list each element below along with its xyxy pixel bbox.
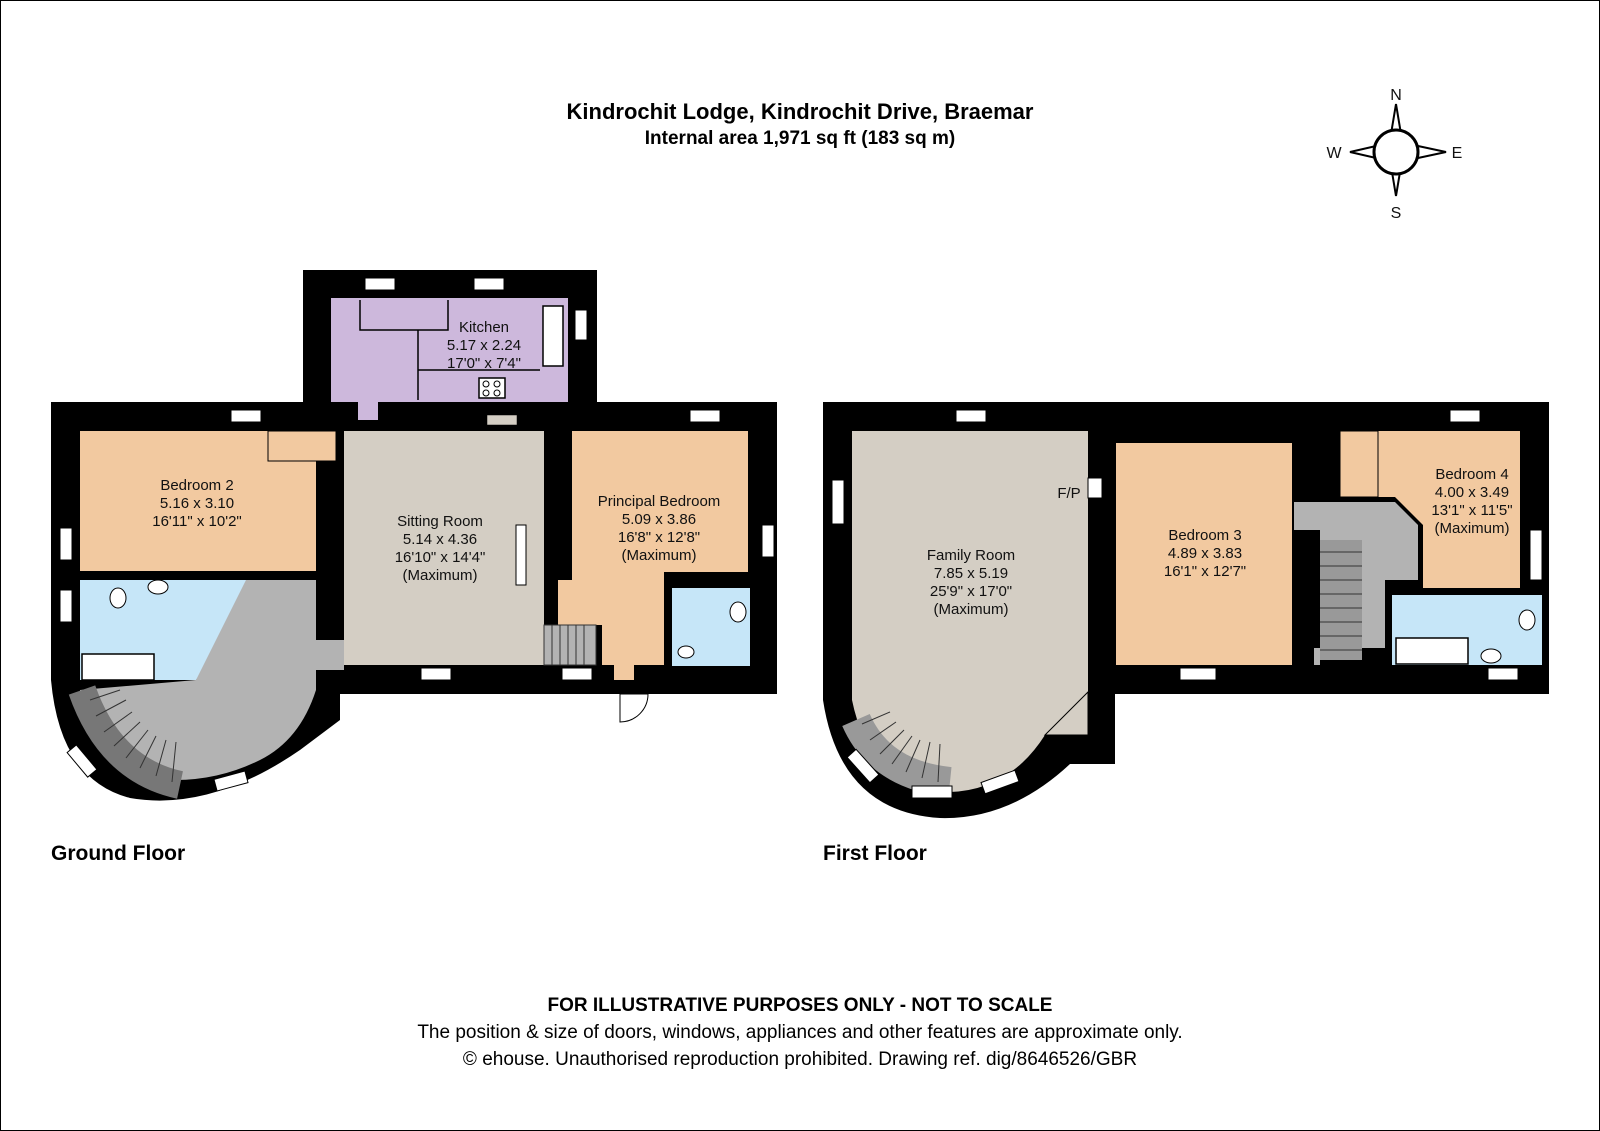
compass-east-label: E bbox=[1452, 145, 1463, 162]
bedroom-3-metric: 4.89 x 3.83 bbox=[1168, 545, 1242, 562]
compass-north-label: N bbox=[1390, 87, 1402, 104]
principal-bedroom-metric: 5.09 x 3.86 bbox=[622, 511, 696, 528]
bedroom-4-name: Bedroom 4 bbox=[1435, 466, 1508, 483]
ground-floor-label: Ground Floor bbox=[51, 842, 186, 865]
ground-floor-plan bbox=[51, 270, 777, 801]
property-title: Kindrochit Lodge, Kindrochit Drive, Brae… bbox=[566, 99, 1034, 124]
sitting-room-imperial: 16'10" x 14'4" bbox=[395, 549, 486, 566]
footer: FOR ILLUSTRATIVE PURPOSES ONLY - NOT TO … bbox=[0, 992, 1600, 1073]
compass-rose: N S E W bbox=[1326, 87, 1462, 222]
bedroom-2-metric: 5.16 x 3.10 bbox=[160, 495, 234, 512]
sitting-room-name: Sitting Room bbox=[397, 513, 483, 530]
ground-hallway-area bbox=[80, 580, 344, 780]
approximation-note: The position & size of doors, windows, a… bbox=[417, 1022, 1183, 1043]
hob-icon bbox=[478, 377, 506, 399]
bedroom-2-imperial: 16'11" x 10'2" bbox=[152, 513, 242, 530]
bedroom-4-metric: 4.00 x 3.49 bbox=[1435, 484, 1509, 501]
bedroom-2-name: Bedroom 2 bbox=[160, 477, 233, 494]
sitting-room-metric: 5.14 x 4.36 bbox=[403, 531, 477, 548]
bedroom-4-imperial: 13'1" x 11'5" bbox=[1431, 502, 1512, 519]
first-floor-label: First Floor bbox=[823, 842, 927, 865]
copyright-text: © ehouse. Unauthorised reproduction proh… bbox=[462, 1049, 1138, 1070]
fireplace-icon bbox=[1087, 477, 1103, 499]
principal-bedroom-note: (Maximum) bbox=[622, 547, 697, 564]
compass-west-label: W bbox=[1326, 145, 1342, 162]
family-room-area bbox=[852, 431, 1088, 792]
kitchen-name: Kitchen bbox=[459, 319, 509, 336]
bedroom-4-note: (Maximum) bbox=[1435, 520, 1510, 537]
compass-south-label: S bbox=[1391, 205, 1402, 222]
internal-area: Internal area 1,971 sq ft (183 sq m) bbox=[644, 128, 956, 149]
bedroom-4-area bbox=[1340, 431, 1520, 588]
kitchen-imperial: 17'0" x 7'4" bbox=[447, 355, 521, 372]
family-room-note: (Maximum) bbox=[934, 601, 1009, 618]
first-floor-plan bbox=[823, 402, 1549, 819]
family-room-metric: 7.85 x 5.19 bbox=[934, 565, 1008, 582]
fireplace-label: F/P bbox=[1057, 485, 1080, 502]
principal-bedroom-area bbox=[558, 431, 748, 680]
kitchen-metric: 5.17 x 2.24 bbox=[447, 337, 521, 354]
title-block: Kindrochit Lodge, Kindrochit Drive, Brae… bbox=[0, 98, 1600, 152]
sitting-room-note: (Maximum) bbox=[403, 567, 478, 584]
ground-room-labels: Kitchen 5.17 x 2.24 17'0" x 7'4" Bedroom… bbox=[152, 319, 720, 584]
family-room-name: Family Room bbox=[927, 547, 1015, 564]
bath-icon bbox=[81, 653, 155, 681]
principal-bedroom-imperial: 16'8" x 12'8" bbox=[618, 529, 700, 546]
principal-bedroom-name: Principal Bedroom bbox=[598, 493, 721, 510]
first-room-labels: Family Room 7.85 x 5.19 25'9" x 17'0" (M… bbox=[927, 466, 1513, 618]
sitting-room-area bbox=[344, 431, 544, 665]
bedroom-3-name: Bedroom 3 bbox=[1168, 527, 1241, 544]
disclaimer-text: FOR ILLUSTRATIVE PURPOSES ONLY - NOT TO … bbox=[547, 995, 1053, 1016]
kitchen-area bbox=[331, 298, 568, 402]
bedroom-3-imperial: 16'1" x 12'7" bbox=[1164, 563, 1246, 580]
sink-icon bbox=[542, 305, 564, 367]
family-room-imperial: 25'9" x 17'0" bbox=[930, 583, 1012, 600]
bedroom-3-area bbox=[1116, 443, 1292, 665]
